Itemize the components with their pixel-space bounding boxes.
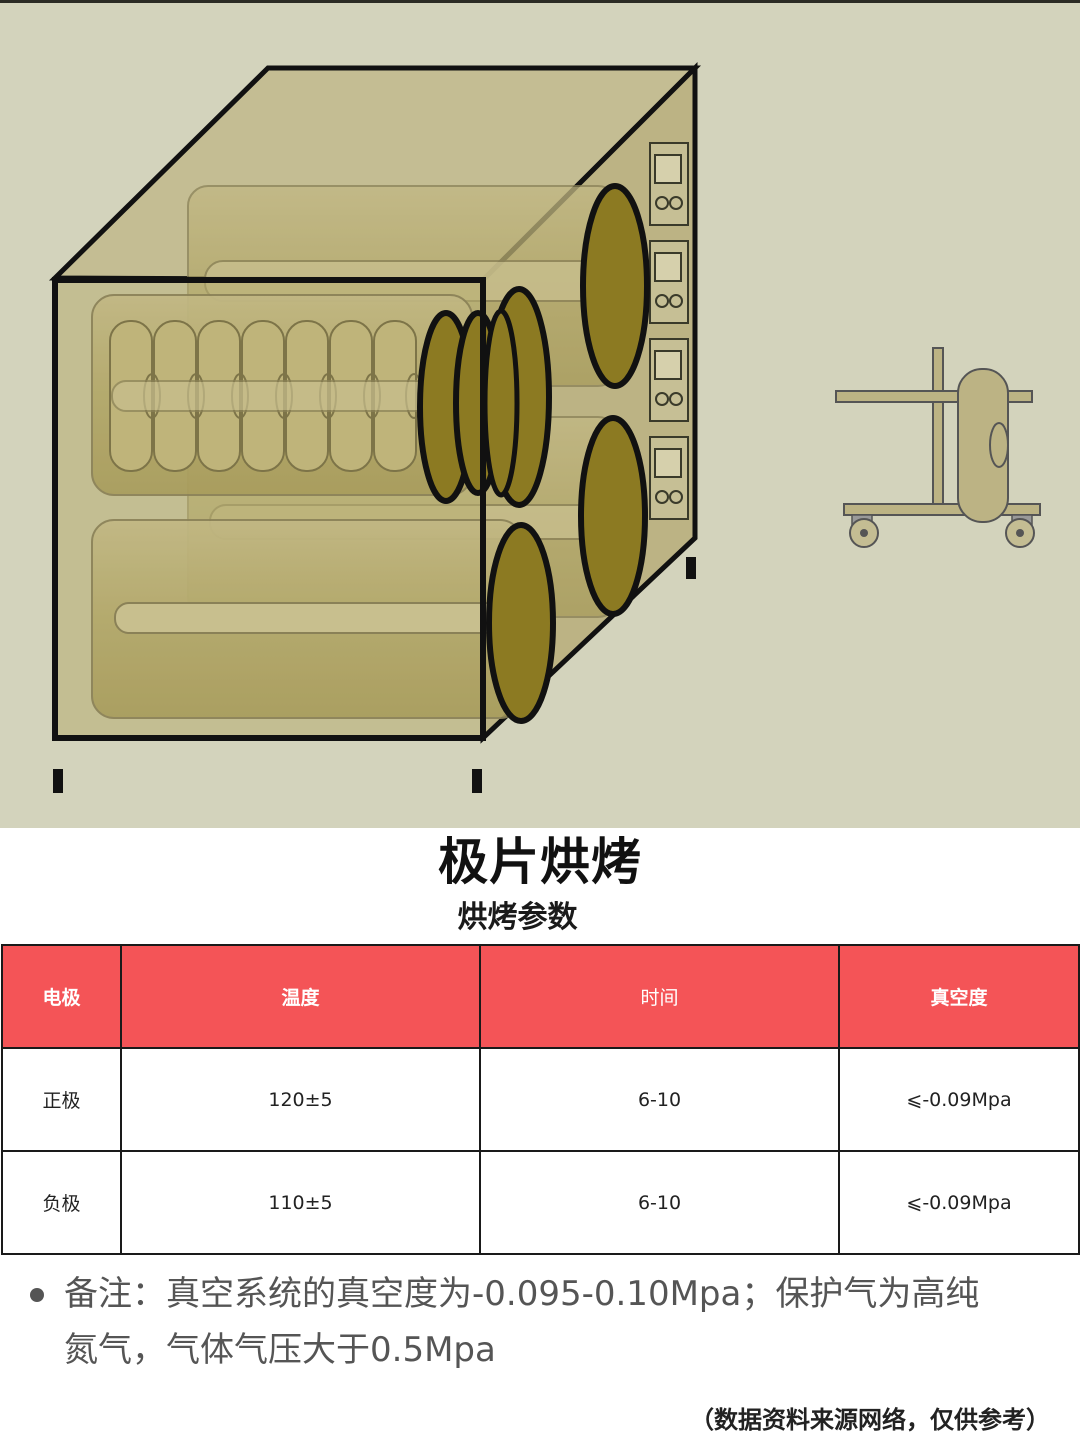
front-lower-roll <box>91 519 556 724</box>
cell-electrode: 正极 <box>1 1047 122 1152</box>
header-time: 时间 <box>479 944 840 1049</box>
table-subtitle: 烘烤参数 <box>457 900 578 935</box>
cell-vacuum: ⩽-0.09Mpa <box>838 1150 1080 1255</box>
cell-temperature: 110±5 <box>120 1150 481 1255</box>
cell-electrode: 负极 <box>1 1150 122 1255</box>
baking-parameters-table: 电极 温度 时间 真空度 正极 120±5 6-10 ⩽-0.09Mpa 负极 … <box>1 944 1080 1255</box>
page-title: 极片烘烤 <box>438 833 642 891</box>
header-electrode: 电极 <box>1 944 122 1049</box>
table-row: 负极 110±5 6-10 ⩽-0.09Mpa <box>1 1150 1080 1255</box>
cell-time: 6-10 <box>479 1047 840 1152</box>
bullet-icon <box>30 1288 44 1302</box>
control-panels <box>649 142 689 520</box>
cell-temperature: 120±5 <box>120 1047 481 1152</box>
remark-text: 备注：真空系统的真空度为-0.095-0.10Mpa；保护气为高纯氮气，气体气压… <box>64 1274 980 1370</box>
roll-cart <box>835 347 1041 548</box>
header-vacuum: 真空度 <box>838 944 1080 1049</box>
oven-illustration <box>0 0 1080 828</box>
oven-feet <box>53 557 696 793</box>
baking-oven-diagram <box>48 61 1041 793</box>
table-row: 正极 120±5 6-10 ⩽-0.09Mpa <box>1 1047 1080 1152</box>
back-roll-faces <box>578 183 650 617</box>
header-temperature: 温度 <box>120 944 481 1049</box>
table-header-row: 电极 温度 时间 真空度 <box>1 944 1080 1049</box>
cell-vacuum: ⩽-0.09Mpa <box>838 1047 1080 1152</box>
source-disclaimer: （数据资料来源网络，仅供参考） <box>690 1406 1050 1434</box>
cell-time: 6-10 <box>479 1150 840 1255</box>
oven-front-outline <box>52 277 486 741</box>
front-upper-roll <box>91 286 552 508</box>
